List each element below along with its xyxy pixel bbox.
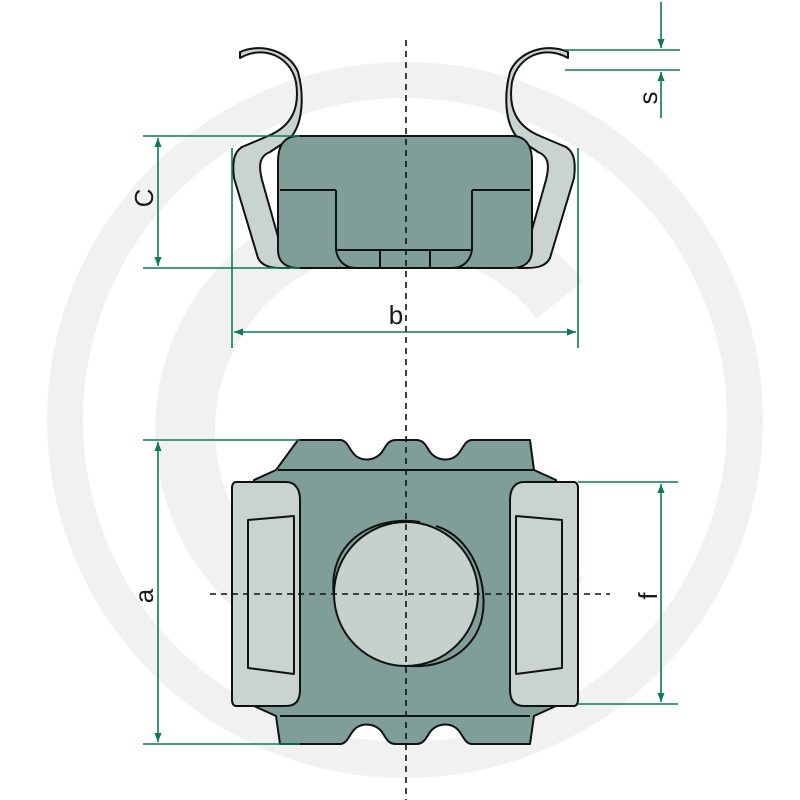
side-view — [232, 47, 576, 269]
dimension-label-s: s — [633, 92, 663, 105]
dimension-label-a: a — [129, 588, 159, 603]
dimension-label-c: C — [129, 189, 159, 208]
left-clip-spring — [232, 47, 303, 269]
right-clip-spring — [505, 47, 576, 269]
dimension-label-f: f — [633, 592, 663, 600]
dimension-label-b: b — [389, 300, 403, 330]
dimension-lines — [143, 2, 680, 745]
top-view — [231, 439, 579, 745]
nut-body-side — [277, 135, 533, 269]
center-lines — [210, 40, 610, 800]
